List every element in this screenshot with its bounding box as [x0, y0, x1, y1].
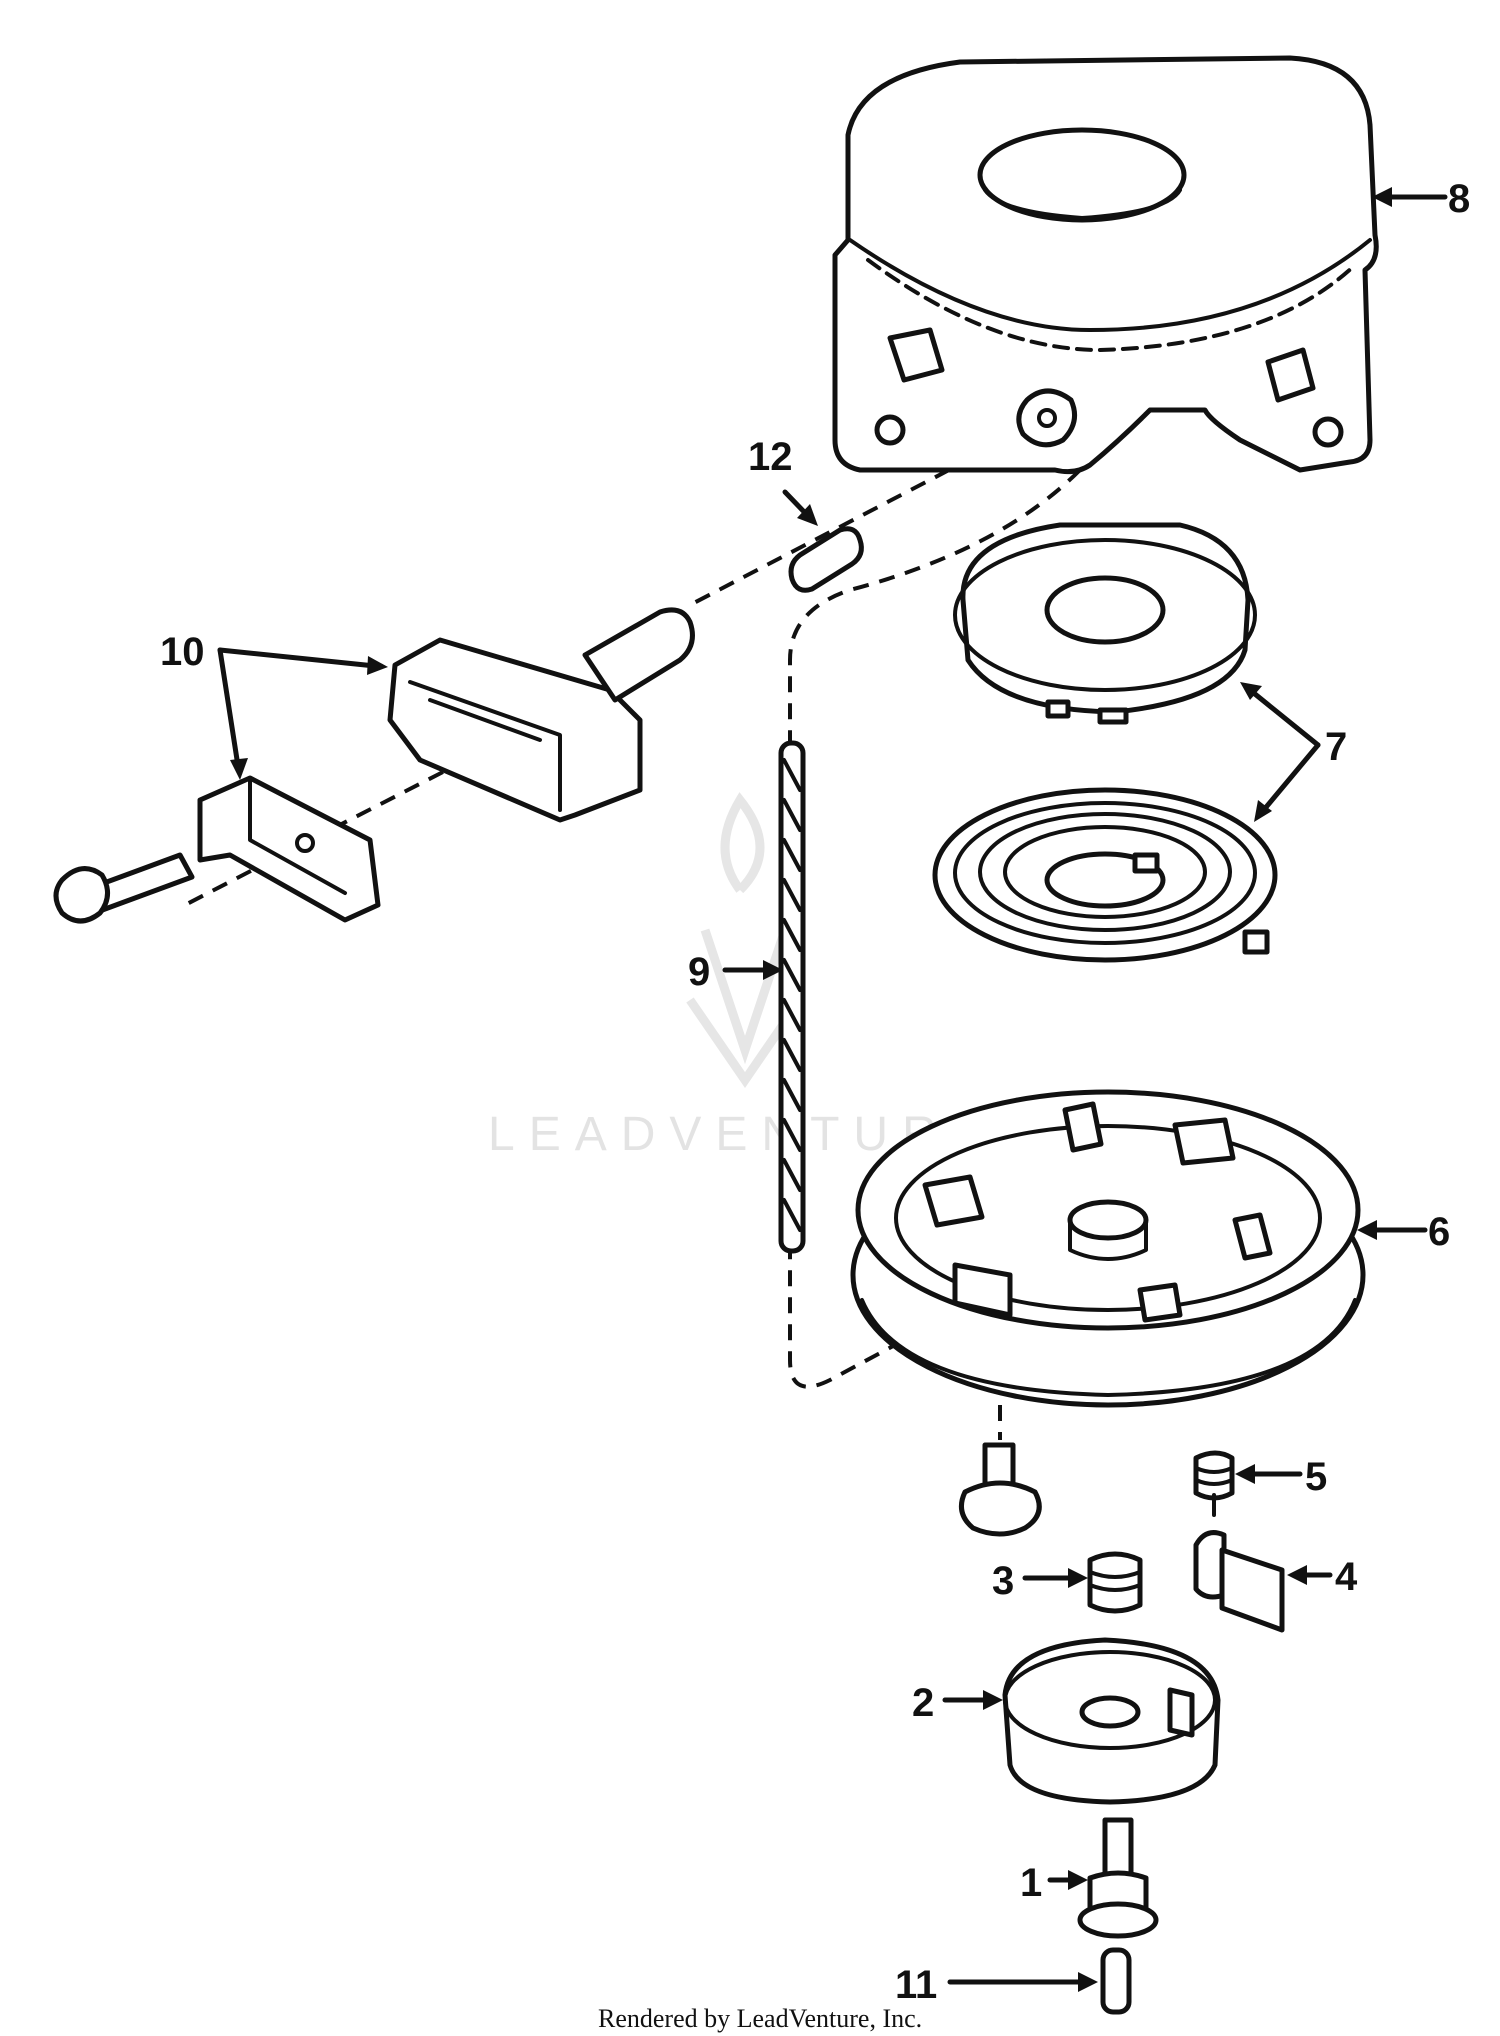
part-10-insert: [197, 775, 381, 923]
rendered-by-footer: Rendered by LeadVenture, Inc.: [598, 2004, 923, 2033]
part-10-handle: [387, 607, 695, 823]
callout-12: 12: [748, 435, 793, 479]
part-9-rope: [778, 740, 806, 1254]
part-8-housing: [832, 55, 1379, 475]
part-3-spring: [1087, 1551, 1143, 1614]
part-7-spring-cup: [953, 522, 1257, 725]
leadventure-watermark: LEADVENTURE: [488, 792, 983, 1161]
part-2-cup: [1002, 1637, 1221, 1805]
callout-1: 1: [1020, 1861, 1042, 1905]
callout-6: 6: [1428, 1210, 1450, 1254]
part-1-screw: [1077, 1817, 1159, 1939]
part-7-rewind-spring: [932, 787, 1278, 963]
callout-10: 10: [160, 630, 205, 674]
callout-3: 3: [992, 1559, 1014, 1603]
part-12-grommet: [788, 526, 864, 593]
part-5-spring: [1193, 1450, 1235, 1517]
callout-2: 2: [912, 1681, 934, 1725]
leader-arrows: [217, 187, 1448, 1992]
screw-handle: [53, 852, 195, 924]
callout-8: 8: [1448, 177, 1470, 221]
part-4-pawl: [1193, 1530, 1285, 1633]
callout-5: 5: [1305, 1455, 1327, 1499]
callout-9: 9: [688, 950, 710, 994]
callout-4: 4: [1335, 1555, 1358, 1599]
callout-7: 7: [1325, 725, 1347, 769]
part-11-pin: [1100, 1947, 1132, 2015]
screw-pulley: [958, 1442, 1042, 1537]
part-6-pulley: [850, 1089, 1366, 1408]
callout-11: 11: [895, 1963, 937, 2007]
